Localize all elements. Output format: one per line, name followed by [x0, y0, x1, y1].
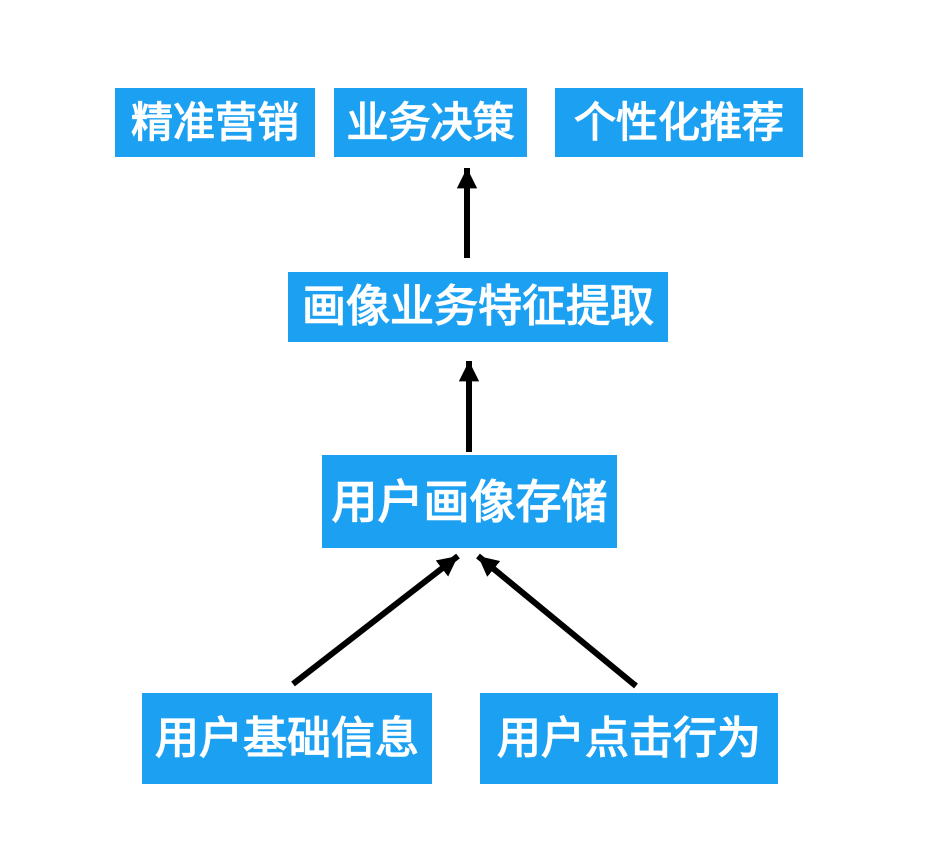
node-precision-marketing-label: 精准营销: [130, 98, 299, 146]
node-user-profile-storage-label: 用户画像存储: [331, 475, 608, 528]
node-personalized-recommendation-label: 个性化推荐: [573, 98, 784, 146]
node-precision-marketing: 精准营销: [115, 88, 315, 157]
arrow-basic-info-to-storage: [291, 553, 460, 687]
node-user-click-behavior-label: 用户点击行为: [497, 713, 761, 763]
arrow-click-behavior-to-storage: [476, 553, 638, 689]
node-user-profile-storage: 用户画像存储: [322, 455, 617, 548]
node-user-basic-info: 用户基础信息: [142, 693, 432, 784]
node-business-decision: 业务决策: [334, 88, 527, 157]
node-personalized-recommendation: 个性化推荐: [555, 88, 803, 157]
node-user-click-behavior: 用户点击行为: [480, 693, 778, 784]
node-profile-feature-extraction-label: 画像业务特征提取: [302, 282, 654, 331]
node-user-basic-info-label: 用户基础信息: [155, 713, 419, 763]
node-profile-feature-extraction: 画像业务特征提取: [288, 272, 668, 342]
node-business-decision-label: 业务决策: [346, 98, 515, 146]
